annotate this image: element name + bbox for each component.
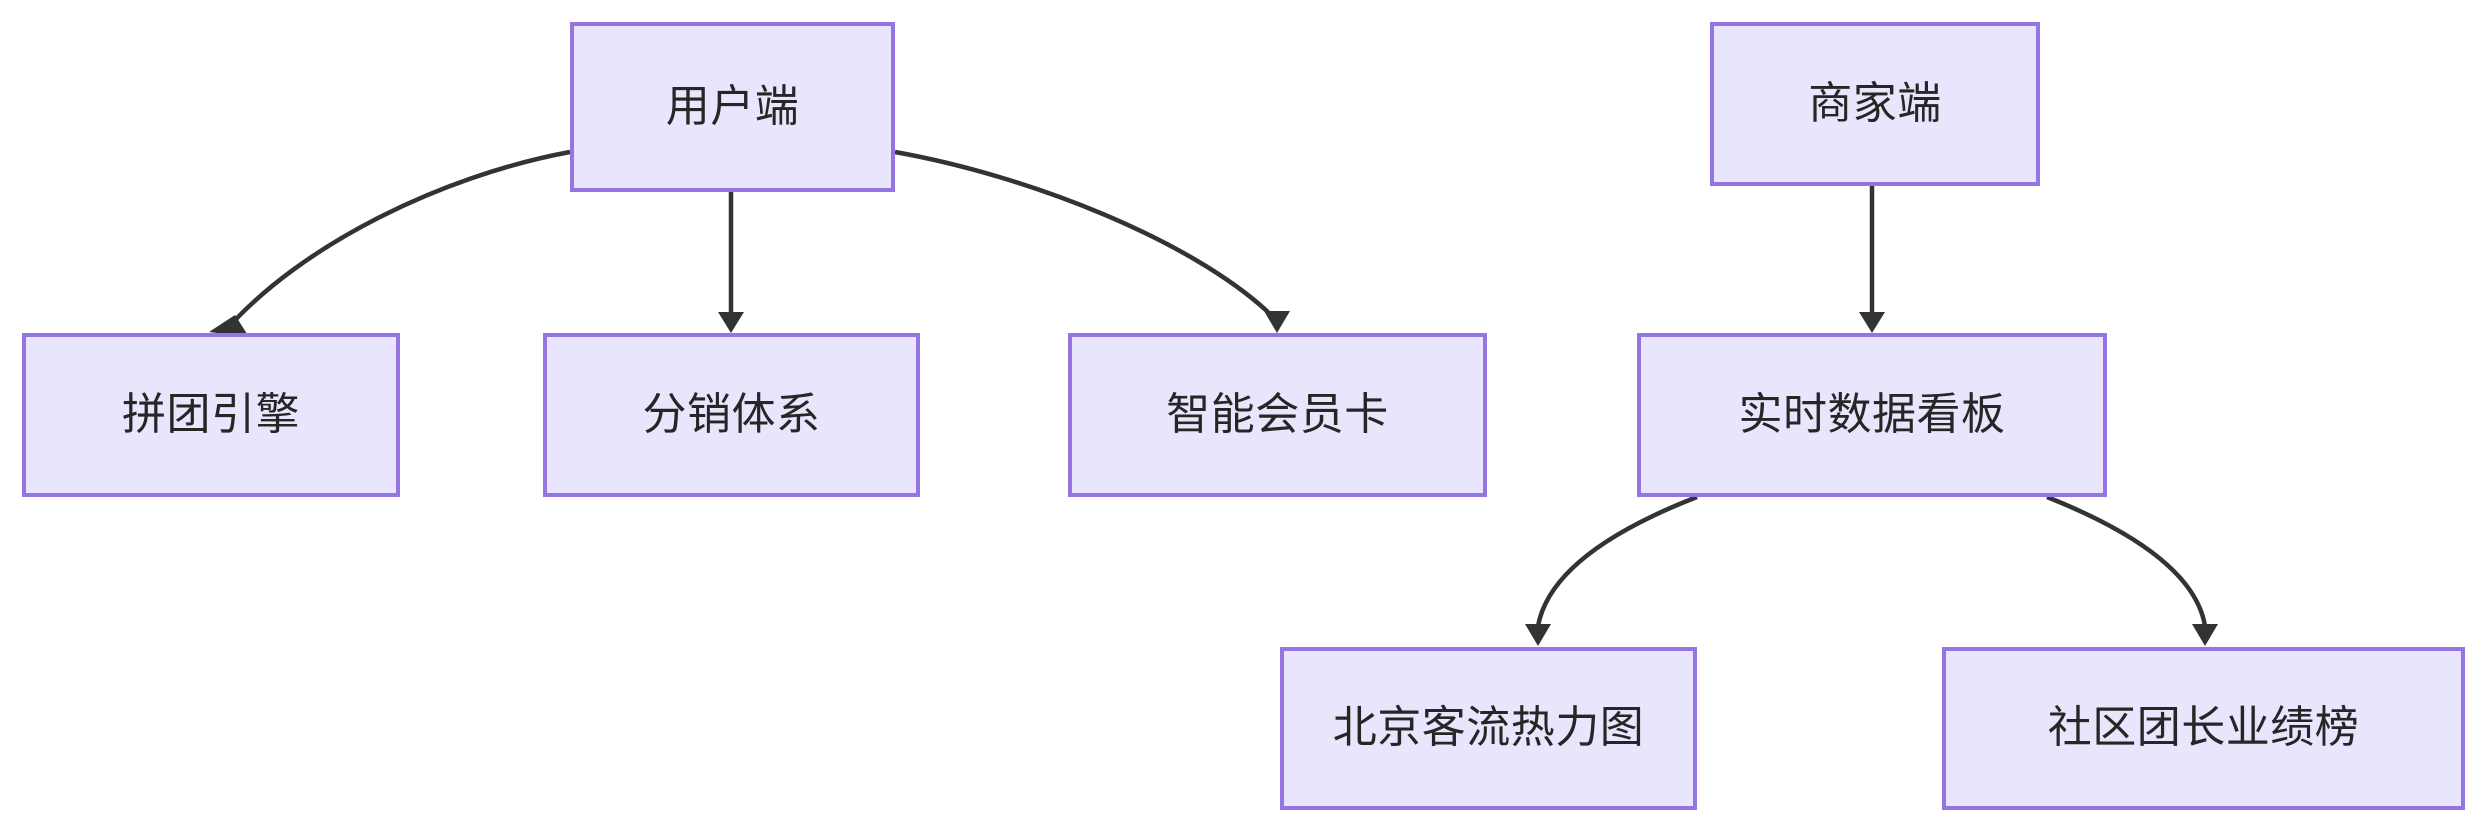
node-realtime-dashboard[interactable]: 实时数据看板: [1637, 333, 2107, 497]
node-smart-member-card[interactable]: 智能会员卡: [1068, 333, 1487, 497]
node-label-community-leader-ranking: 社区团长业绩榜: [2047, 702, 2360, 754]
node-user-client[interactable]: 用户端: [570, 22, 895, 192]
node-label-smart-member-card: 智能会员卡: [1166, 388, 1389, 440]
node-label-realtime-dashboard: 实时数据看板: [1738, 388, 2006, 440]
node-label-distribution-system: 分销体系: [642, 388, 821, 440]
node-community-leader-ranking[interactable]: 社区团长业绩榜: [1942, 647, 2465, 810]
node-merchant-client[interactable]: 商家端: [1710, 22, 2040, 186]
edge-user-client-to-group-buy-engine: [209, 149, 571, 337]
arrowhead-icon: [1525, 624, 1551, 646]
node-beijing-traffic-heatmap[interactable]: 北京客流热力图: [1280, 647, 1697, 810]
node-label-merchant-client: 商家端: [1808, 77, 1942, 129]
edge-realtime-dashboard-to-beijing-traffic-heatmap: [1525, 494, 1698, 646]
node-label-group-buy-engine: 拼团引擎: [122, 388, 300, 440]
node-group-buy-engine[interactable]: 拼团引擎: [22, 333, 400, 497]
edge-merchant-client-to-realtime-dashboard: [1859, 186, 1885, 333]
edge-user-client-to-distribution-system: [718, 192, 744, 333]
node-label-user-client: 用户端: [665, 80, 800, 132]
node-distribution-system[interactable]: 分销体系: [543, 333, 920, 497]
arrowhead-icon: [718, 312, 744, 333]
edge-realtime-dashboard-to-community-leader-ranking: [2046, 494, 2218, 646]
node-label-beijing-traffic-heatmap: 北京客流热力图: [1332, 702, 1645, 754]
edge-user-client-to-smart-member-card: [894, 149, 1290, 333]
arrowhead-icon: [2192, 624, 2218, 646]
arrowhead-icon: [1859, 312, 1885, 333]
arrowhead-icon: [1264, 311, 1290, 333]
